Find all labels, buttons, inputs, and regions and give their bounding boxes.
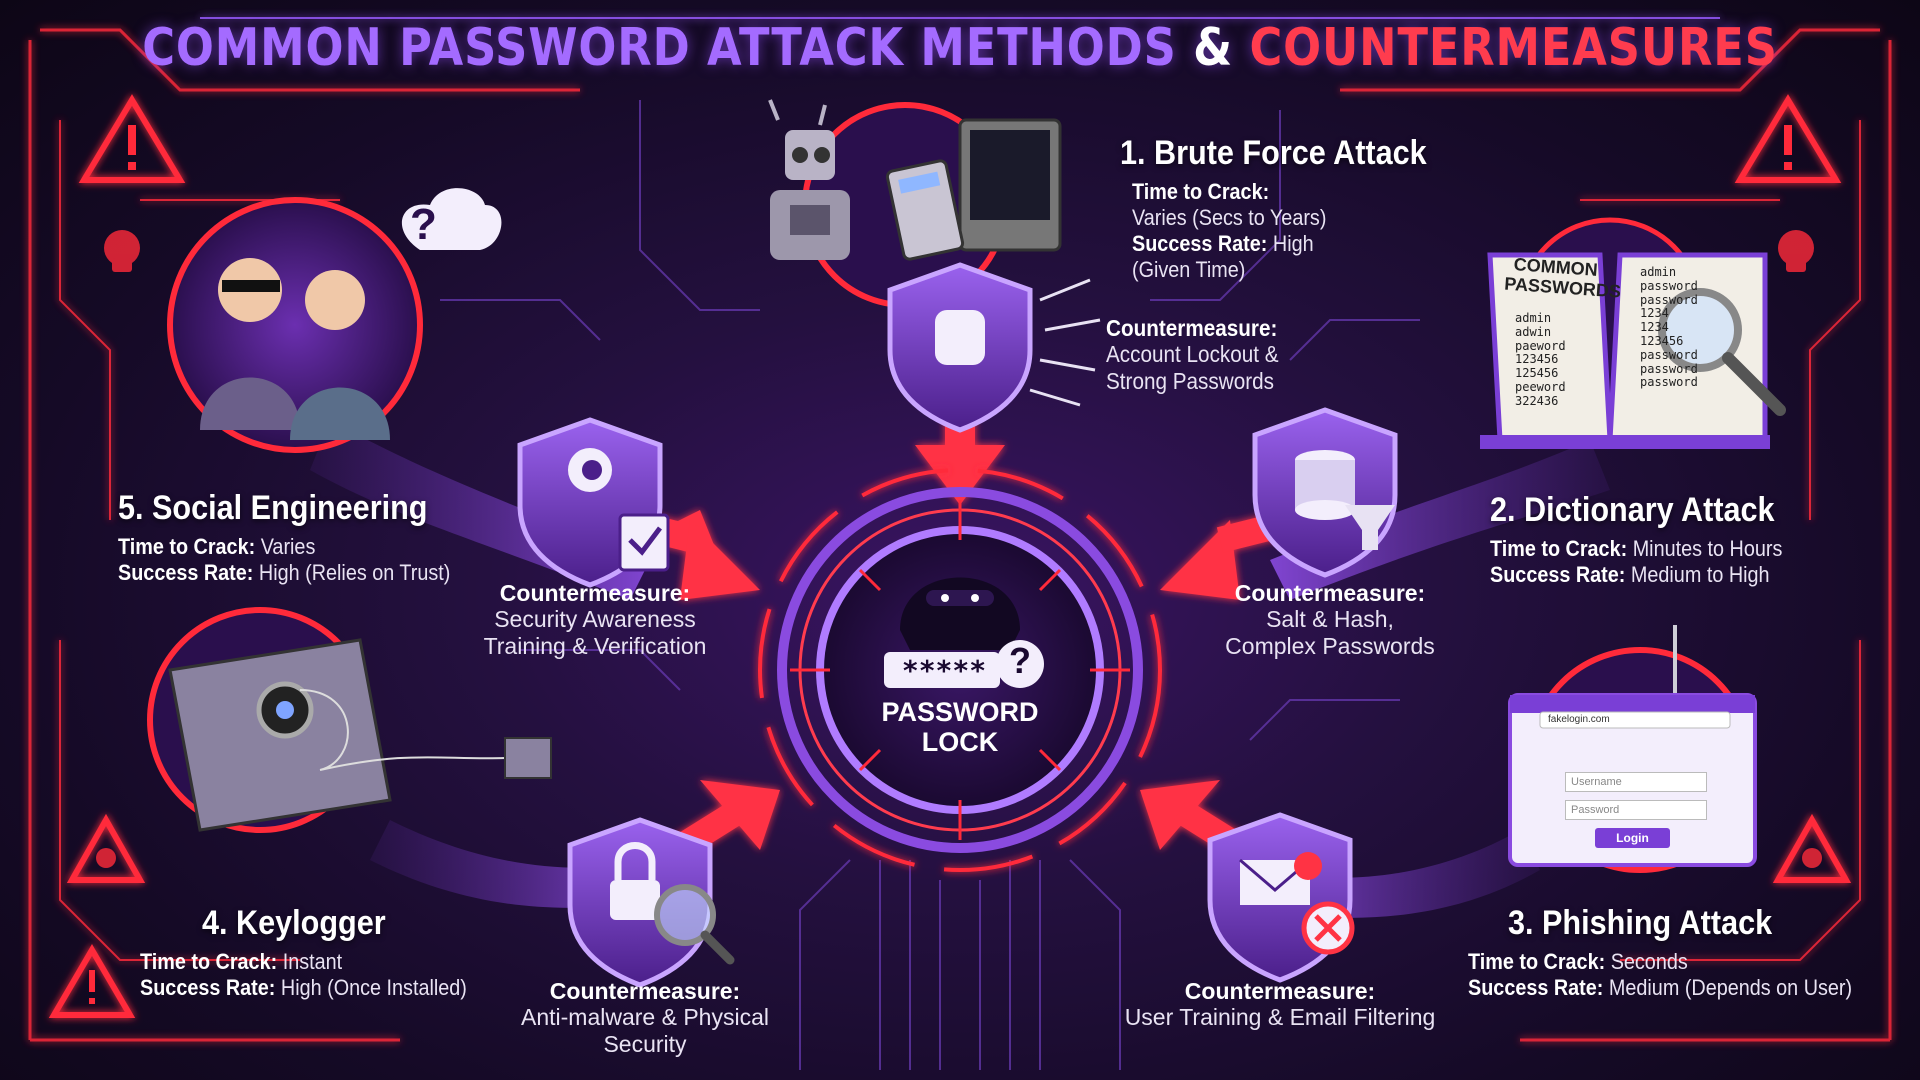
hacker-icon	[900, 577, 1020, 650]
warning-icon	[48, 94, 1852, 1018]
social-time: Time to Crack: Varies	[118, 534, 316, 560]
social-cm-label: Countermeasure:	[499, 580, 691, 606]
page-title: COMMON PASSWORD ATTACK METHODS & COUNTER…	[134, 18, 1785, 78]
book-word: peeword	[1515, 379, 1566, 394]
phishing-cm-line1: User Training & Email Filtering	[1124, 1004, 1436, 1031]
dictionary-countermeasure: Countermeasure: Salt & Hash, Complex Pas…	[1205, 580, 1455, 659]
keylogger-title: 4. Keylogger	[202, 904, 386, 942]
social-block: 5. Social Engineering Time to Crack: Var…	[118, 488, 487, 586]
center-lock-label: PASSWORD LOCK	[860, 697, 1060, 757]
dictionary-time: Time to Crack: Minutes to Hours	[1490, 536, 1783, 562]
database-shield-icon	[1252, 407, 1398, 578]
person-shield-icon	[517, 417, 670, 588]
keylogger-time: Time to Crack: Instant	[140, 949, 343, 975]
book-word: admin	[1640, 265, 1677, 279]
title-amp: &	[1193, 18, 1234, 78]
social-cm-line1: Security Awareness	[494, 606, 696, 633]
book-word: 125456	[1515, 366, 1559, 381]
keylogger-rate: Success Rate: High (Once Installed)	[140, 975, 467, 1001]
dictionary-cm-line2: Complex Passwords	[1225, 632, 1435, 659]
center-line1: PASSWORD	[881, 697, 1039, 727]
brute-rate: Success Rate: High	[1132, 231, 1314, 257]
social-engineering-illustration	[167, 188, 502, 453]
book-word: 123456	[1515, 352, 1559, 367]
thought-bubble-mark: ?	[410, 200, 437, 249]
center-question-mark: ?	[1009, 640, 1031, 681]
warning-mark	[89, 125, 1792, 1004]
dictionary-title: 2. Dictionary Attack	[1490, 491, 1775, 529]
keylogger-block: 4. Keylogger Time to Crack: Instant Succ…	[140, 903, 503, 1001]
book-word: password	[1640, 278, 1698, 293]
fist-shield-icon	[887, 262, 1101, 433]
brute-time-label: Time to Crack:	[1132, 179, 1270, 205]
book-word: 1234	[1640, 320, 1669, 335]
skull-icon	[96, 230, 1822, 868]
book-title: COMMON PASSWORDS	[1503, 254, 1622, 302]
social-rate: Success Rate: High (Relies on Trust)	[118, 560, 451, 586]
social-cm-line2: Training & Verification	[483, 632, 707, 659]
circuit-traces	[440, 100, 1420, 1070]
title-part1: COMMON PASSWORD ATTACK METHODS	[142, 18, 1177, 78]
book-word: password	[1640, 375, 1698, 390]
phishing-username-field: Username	[1565, 772, 1707, 792]
phishing-time: Time to Crack: Seconds	[1468, 949, 1688, 975]
dictionary-rate: Success Rate: Medium to High	[1490, 562, 1770, 588]
keylogger-cm-line2: Security	[603, 1030, 687, 1057]
social-countermeasure: Countermeasure: Security Awareness Train…	[470, 580, 720, 659]
book-word: 322436	[1515, 393, 1559, 408]
phishing-block: 3. Phishing Attack Time to Crack: Second…	[1468, 903, 1895, 1001]
brute-cm-label: Countermeasure:	[1106, 315, 1278, 341]
frame-border	[28, 17, 1892, 1042]
book-word: admin	[1515, 311, 1552, 325]
book-word: password	[1640, 292, 1698, 307]
phishing-password-field: Password	[1565, 800, 1707, 820]
book-word: password	[1640, 361, 1698, 376]
keylogger-cm-line1: Anti-malware & Physical	[521, 1004, 769, 1031]
magnifier-icon	[1658, 288, 1786, 416]
center-line2: LOCK	[921, 727, 999, 758]
brute-cm-line1: Account Lockout &	[1106, 341, 1279, 368]
webcam-icon	[147, 607, 552, 833]
phishing-rate: Success Rate: Medium (Depends on User)	[1468, 975, 1853, 1001]
lock-shield-icon	[567, 817, 735, 988]
calculator-icon	[885, 118, 1062, 261]
dictionary-cm-label: Countermeasure:	[1234, 580, 1426, 606]
brute-countermeasure: Countermeasure: Account Lockout & Strong…	[1106, 315, 1279, 394]
brute-cm-line2: Strong Passwords	[1106, 367, 1274, 394]
brute-time-value: Varies (Secs to Years)	[1132, 205, 1327, 231]
phishing-url: fakelogin.com	[1548, 714, 1610, 725]
center-password-field: *****	[901, 654, 987, 687]
phishing-countermeasure: Countermeasure: User Training & Email Fi…	[1110, 978, 1450, 1031]
book-word: password	[1640, 347, 1698, 362]
brute-force-title: 1. Brute Force Attack	[1120, 134, 1427, 172]
password-field-icon	[884, 640, 1044, 688]
envelope-shield-icon	[1207, 812, 1355, 983]
book-word: adwin	[1515, 324, 1552, 339]
brute-rate-extra: (Given Time)	[1132, 256, 1246, 282]
book-word: paeword	[1515, 338, 1566, 353]
phishing-login-button: Login	[1595, 828, 1670, 848]
phishing-cm-label: Countermeasure:	[1184, 978, 1376, 1004]
phishing-title: 3. Phishing Attack	[1508, 904, 1773, 942]
title-part2: COUNTERMEASURES	[1249, 18, 1778, 78]
book-word: 123456	[1640, 333, 1684, 348]
dictionary-block: 2. Dictionary Attack Time to Crack: Minu…	[1490, 490, 1815, 588]
book-word: 1234	[1640, 306, 1669, 321]
brute-force-block: 1. Brute Force Attack Time to Crack: Var…	[1120, 133, 1461, 283]
dictionary-cm-line1: Salt & Hash,	[1266, 606, 1394, 633]
social-title: 5. Social Engineering	[118, 489, 428, 527]
keylogger-cm-label: Countermeasure:	[549, 978, 741, 1004]
keylogger-countermeasure: Countermeasure: Anti-malware & Physical …	[505, 978, 785, 1057]
